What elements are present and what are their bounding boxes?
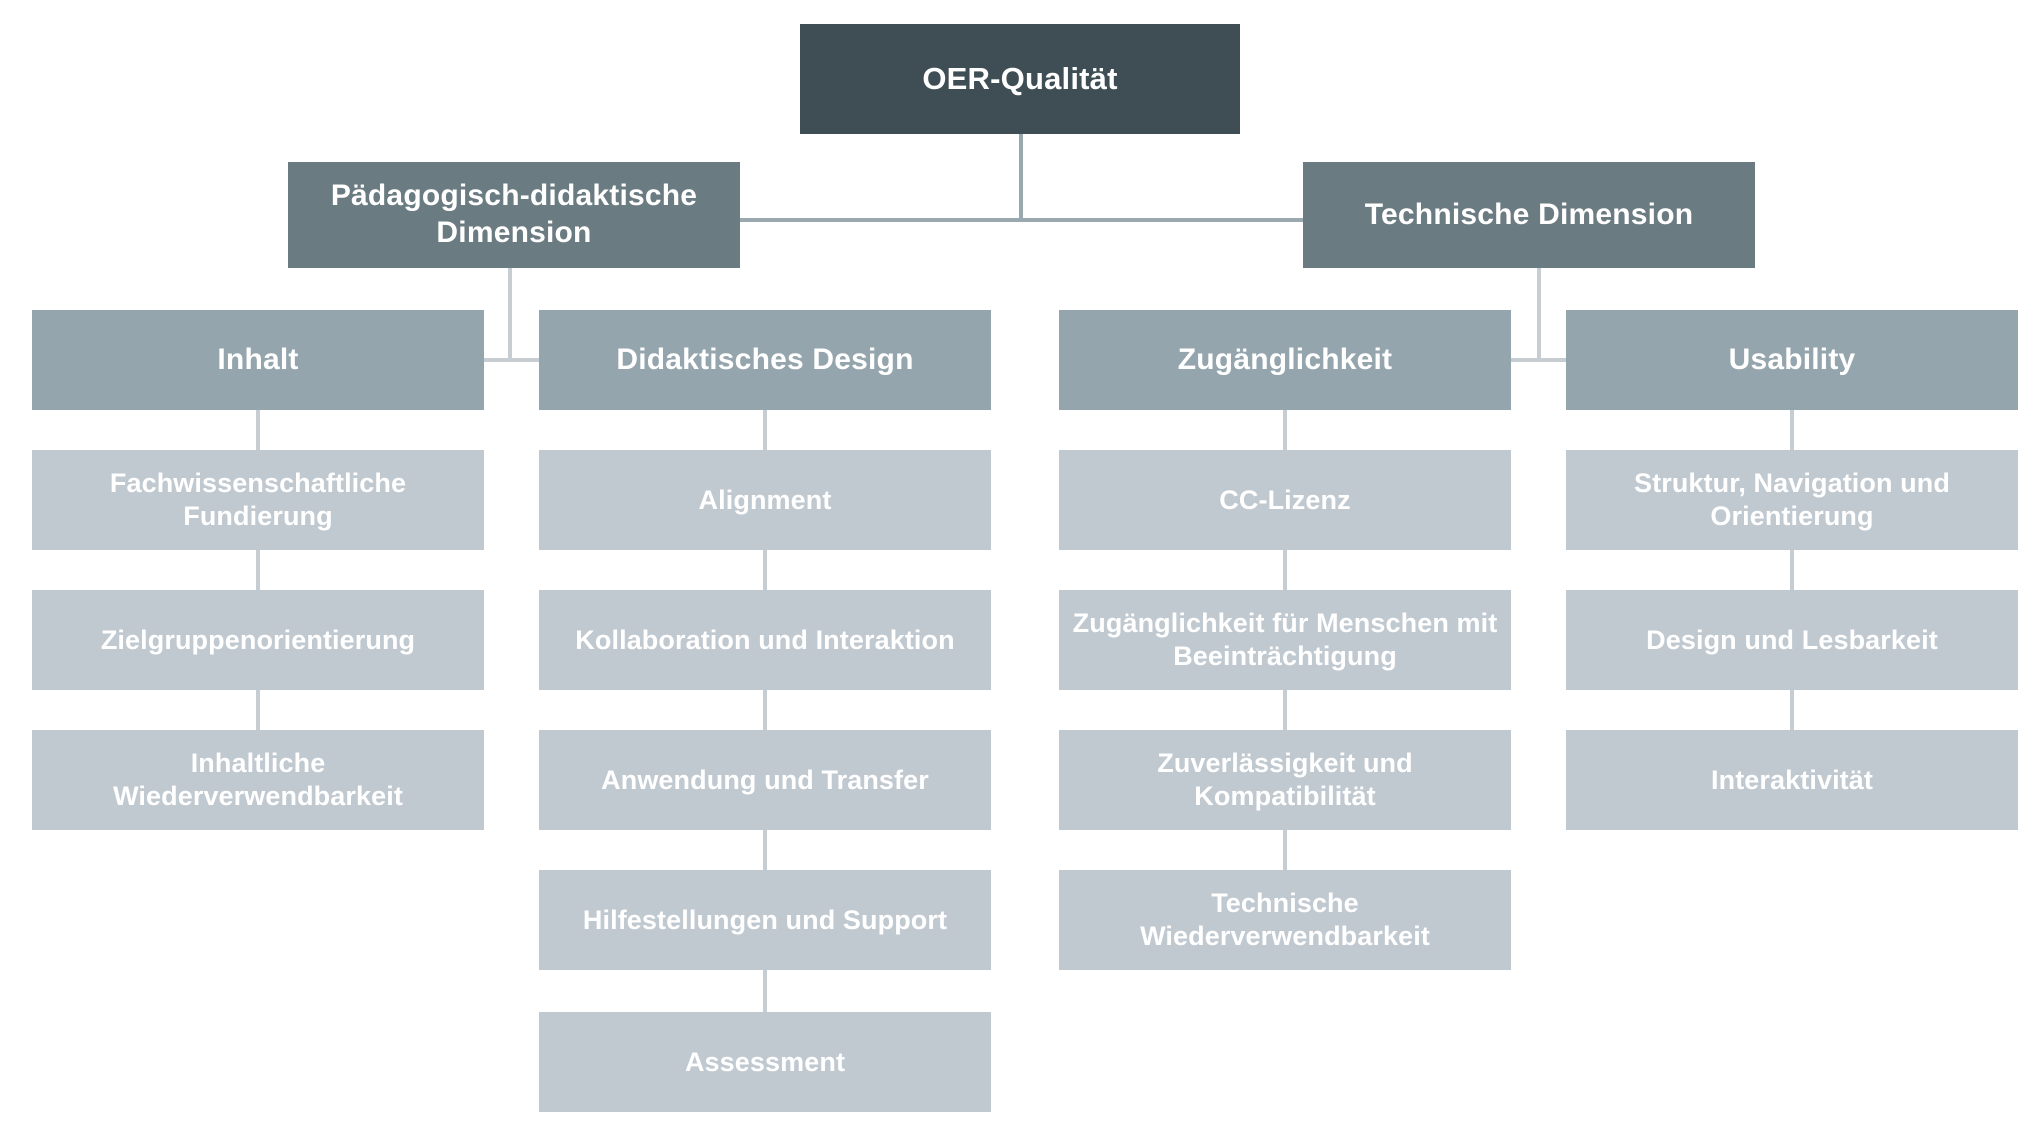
node-label: Zielgruppenorientierung	[100, 624, 416, 655]
node-label: Anwendung und Transfer	[601, 764, 929, 795]
node-root-oer-qualitaet[interactable]: OER-Qualität	[800, 24, 1240, 134]
node-criterion-hilfestellungen-und-support[interactable]: Hilfestellungen und Support	[539, 870, 991, 970]
node-category-inhalt[interactable]: Inhalt	[32, 310, 484, 410]
node-criterion-fachwissenschaftliche-fundierung[interactable]: Fachwissenschaftliche Fundierung	[32, 450, 484, 550]
node-label: Kollaboration und Interaktion	[575, 624, 955, 655]
node-dimension-paedagogisch-didaktisch[interactable]: Pädagogisch-didaktische Dimension	[288, 162, 740, 268]
node-category-usability[interactable]: Usability	[1566, 310, 2018, 410]
node-label: Pädagogisch-didaktische Dimension	[330, 179, 698, 249]
connector-col2-spine	[763, 410, 767, 1024]
connector-left-category-bar	[258, 358, 765, 362]
node-label: OER-Qualität	[922, 61, 1118, 97]
node-label: Interaktivität	[1711, 764, 1873, 795]
node-criterion-zugaenglichkeit-fuer-menschen-mit-beeintraechtigung[interactable]: Zugänglichkeit für Menschen mit Beeinträ…	[1059, 590, 1511, 690]
node-label: Zugänglichkeit für Menschen mit Beeinträ…	[1072, 608, 1498, 671]
node-label: Technische Dimension	[1364, 197, 1694, 231]
node-label: CC-Lizenz	[1219, 484, 1351, 515]
node-category-zugaenglichkeit[interactable]: Zugänglichkeit	[1059, 310, 1511, 410]
connector-root-stem	[1019, 134, 1023, 220]
node-criterion-zielgruppenorientierung[interactable]: Zielgruppenorientierung	[32, 590, 484, 690]
node-category-didaktisches-design[interactable]: Didaktisches Design	[539, 310, 991, 410]
node-label: Usability	[1728, 342, 1856, 376]
node-criterion-alignment[interactable]: Alignment	[539, 450, 991, 550]
node-criterion-inhaltliche-wiederverwendbarkeit[interactable]: Inhaltliche Wiederverwendbarkeit	[32, 730, 484, 830]
node-label: Zuverlässigkeit und Kompatibilität	[1157, 748, 1413, 811]
connector-left-dimension-stem	[508, 268, 512, 360]
node-criterion-assessment[interactable]: Assessment	[539, 1012, 991, 1112]
node-criterion-design-und-lesbarkeit[interactable]: Design und Lesbarkeit	[1566, 590, 2018, 690]
node-criterion-zuverlaessigkeit-und-kompatibilitaet[interactable]: Zuverlässigkeit und Kompatibilität	[1059, 730, 1511, 830]
node-dimension-technisch[interactable]: Technische Dimension	[1303, 162, 1755, 268]
node-label: Didaktisches Design	[616, 342, 914, 376]
connector-right-dimension-stem	[1537, 268, 1541, 360]
node-label: Inhaltliche Wiederverwendbarkeit	[113, 748, 403, 811]
node-label: Struktur, Navigation und Orientierung	[1634, 468, 1950, 531]
node-criterion-kollaboration-und-interaktion[interactable]: Kollaboration und Interaktion	[539, 590, 991, 690]
connector-dimension-bar	[736, 218, 1306, 222]
node-label: Alignment	[698, 484, 832, 515]
node-criterion-anwendung-und-transfer[interactable]: Anwendung und Transfer	[539, 730, 991, 830]
connector-right-category-bar	[1285, 358, 1792, 362]
node-criterion-technische-wiederverwendbarkeit[interactable]: Technische Wiederverwendbarkeit	[1059, 870, 1511, 970]
node-label: Design und Lesbarkeit	[1646, 624, 1938, 655]
node-label: Zugänglichkeit	[1177, 342, 1393, 376]
node-criterion-cc-lizenz[interactable]: CC-Lizenz	[1059, 450, 1511, 550]
node-criterion-struktur-navigation-und-orientierung[interactable]: Struktur, Navigation und Orientierung	[1566, 450, 2018, 550]
node-label: Inhalt	[217, 342, 299, 376]
node-label: Technische Wiederverwendbarkeit	[1140, 888, 1430, 951]
node-label: Hilfestellungen und Support	[582, 904, 948, 935]
node-criterion-interaktivitaet[interactable]: Interaktivität	[1566, 730, 2018, 830]
node-label: Fachwissenschaftliche Fundierung	[109, 468, 407, 531]
node-label: Assessment	[684, 1046, 846, 1077]
